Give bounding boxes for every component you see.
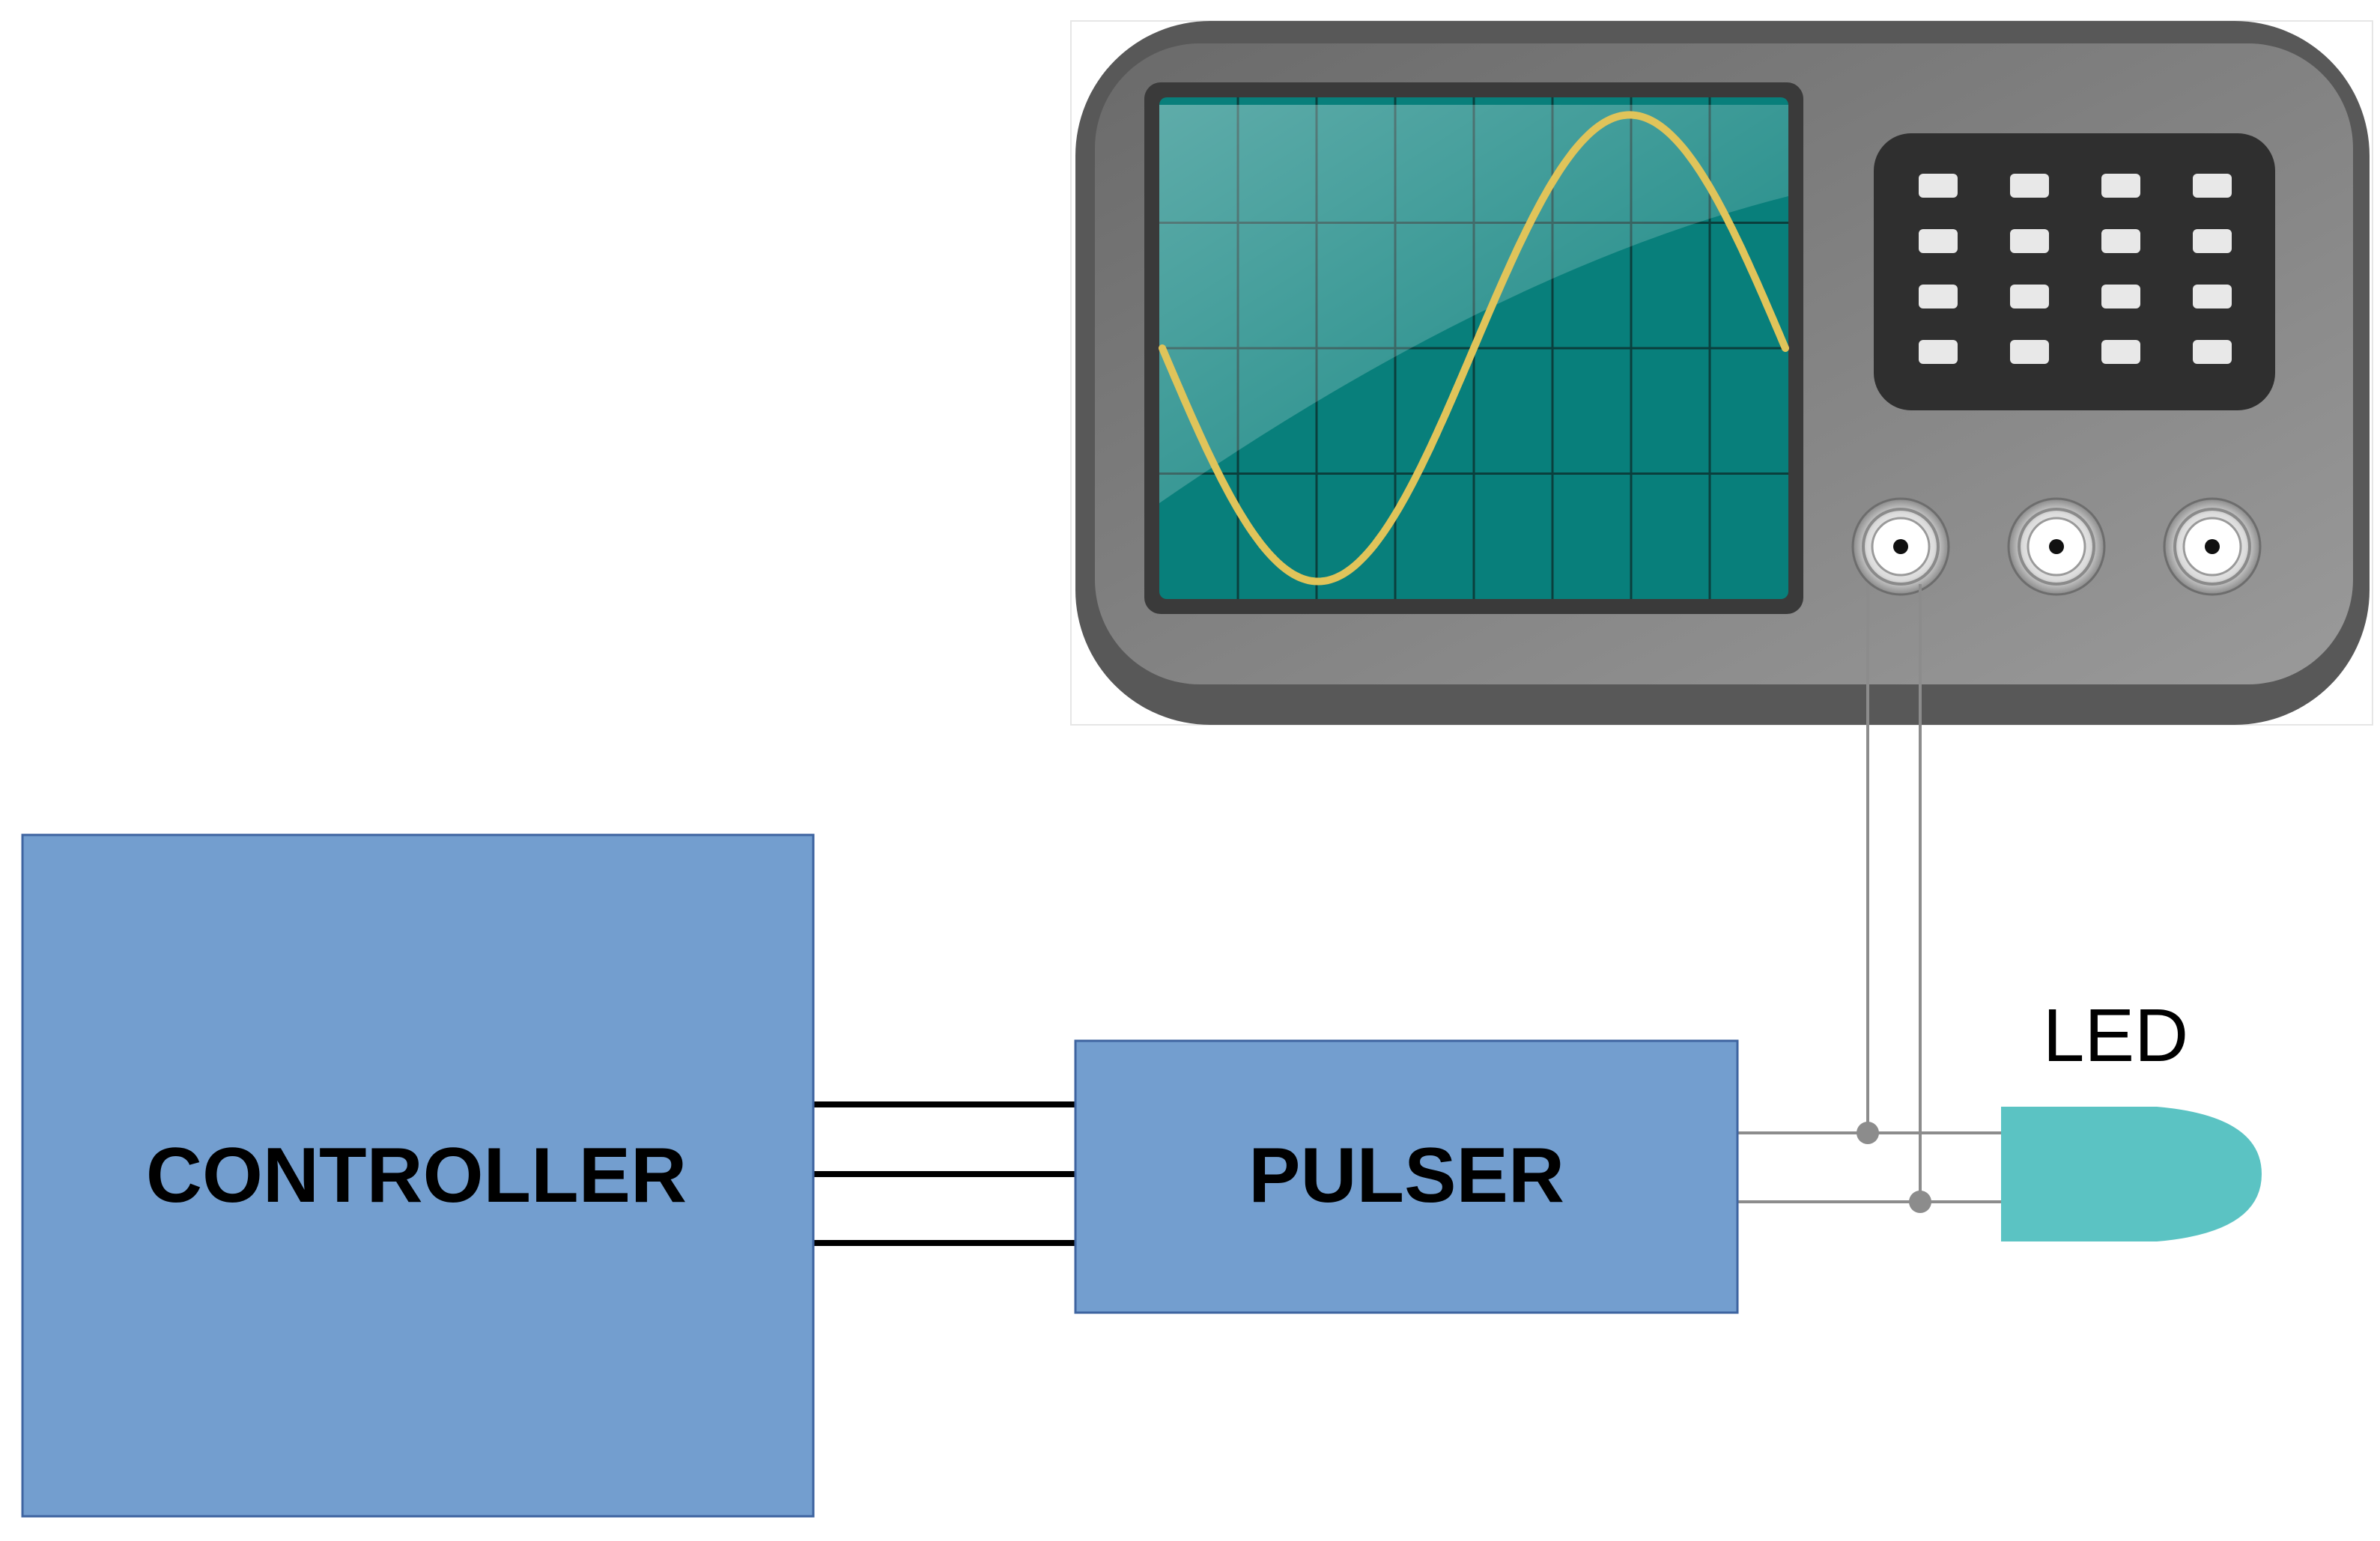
keypad-button[interactable] — [2193, 229, 2232, 253]
keypad-button[interactable] — [2010, 340, 2049, 364]
led-label: LED — [2043, 994, 2189, 1078]
keypad-button[interactable] — [2010, 174, 2049, 198]
keypad-button[interactable] — [2010, 285, 2049, 308]
pulser-block: PULSER — [1074, 1039, 1739, 1314]
bnc-connector-icon[interactable] — [2007, 497, 2106, 596]
keypad-buttons — [1919, 174, 2232, 364]
probe-junction-2 — [1909, 1191, 1931, 1213]
bnc-connector-icon[interactable] — [2163, 497, 2262, 596]
oscilloscope — [1070, 20, 2373, 726]
keypad-button[interactable] — [2193, 285, 2232, 308]
keypad-button[interactable] — [2101, 229, 2140, 253]
controller-label: CONTROLLER — [146, 1132, 687, 1219]
probe-junction-1 — [1857, 1122, 1879, 1144]
screen-glare — [1159, 105, 1788, 503]
controller-block: CONTROLLER — [21, 833, 815, 1518]
bus-wires — [813, 1101, 1075, 1246]
keypad-button[interactable] — [1919, 229, 1958, 253]
pulser-label: PULSER — [1248, 1132, 1564, 1219]
keypad-button[interactable] — [2010, 229, 2049, 253]
led-icon — [2001, 1107, 2262, 1241]
keypad-button[interactable] — [1919, 285, 1958, 308]
keypad-button[interactable] — [2101, 340, 2140, 364]
keypad-button[interactable] — [2193, 174, 2232, 198]
keypad-button[interactable] — [1919, 340, 1958, 364]
led: LED — [2001, 994, 2262, 1241]
bnc-connector-icon[interactable] — [1851, 497, 1950, 596]
keypad-button[interactable] — [2101, 285, 2140, 308]
input-connectors — [1851, 497, 2262, 596]
sine-wave-trace — [1159, 111, 1789, 586]
keypad-button[interactable] — [1919, 174, 1958, 198]
keypad-button[interactable] — [2101, 174, 2140, 198]
keypad-button[interactable] — [2193, 340, 2232, 364]
keypad-panel — [1874, 133, 2275, 410]
